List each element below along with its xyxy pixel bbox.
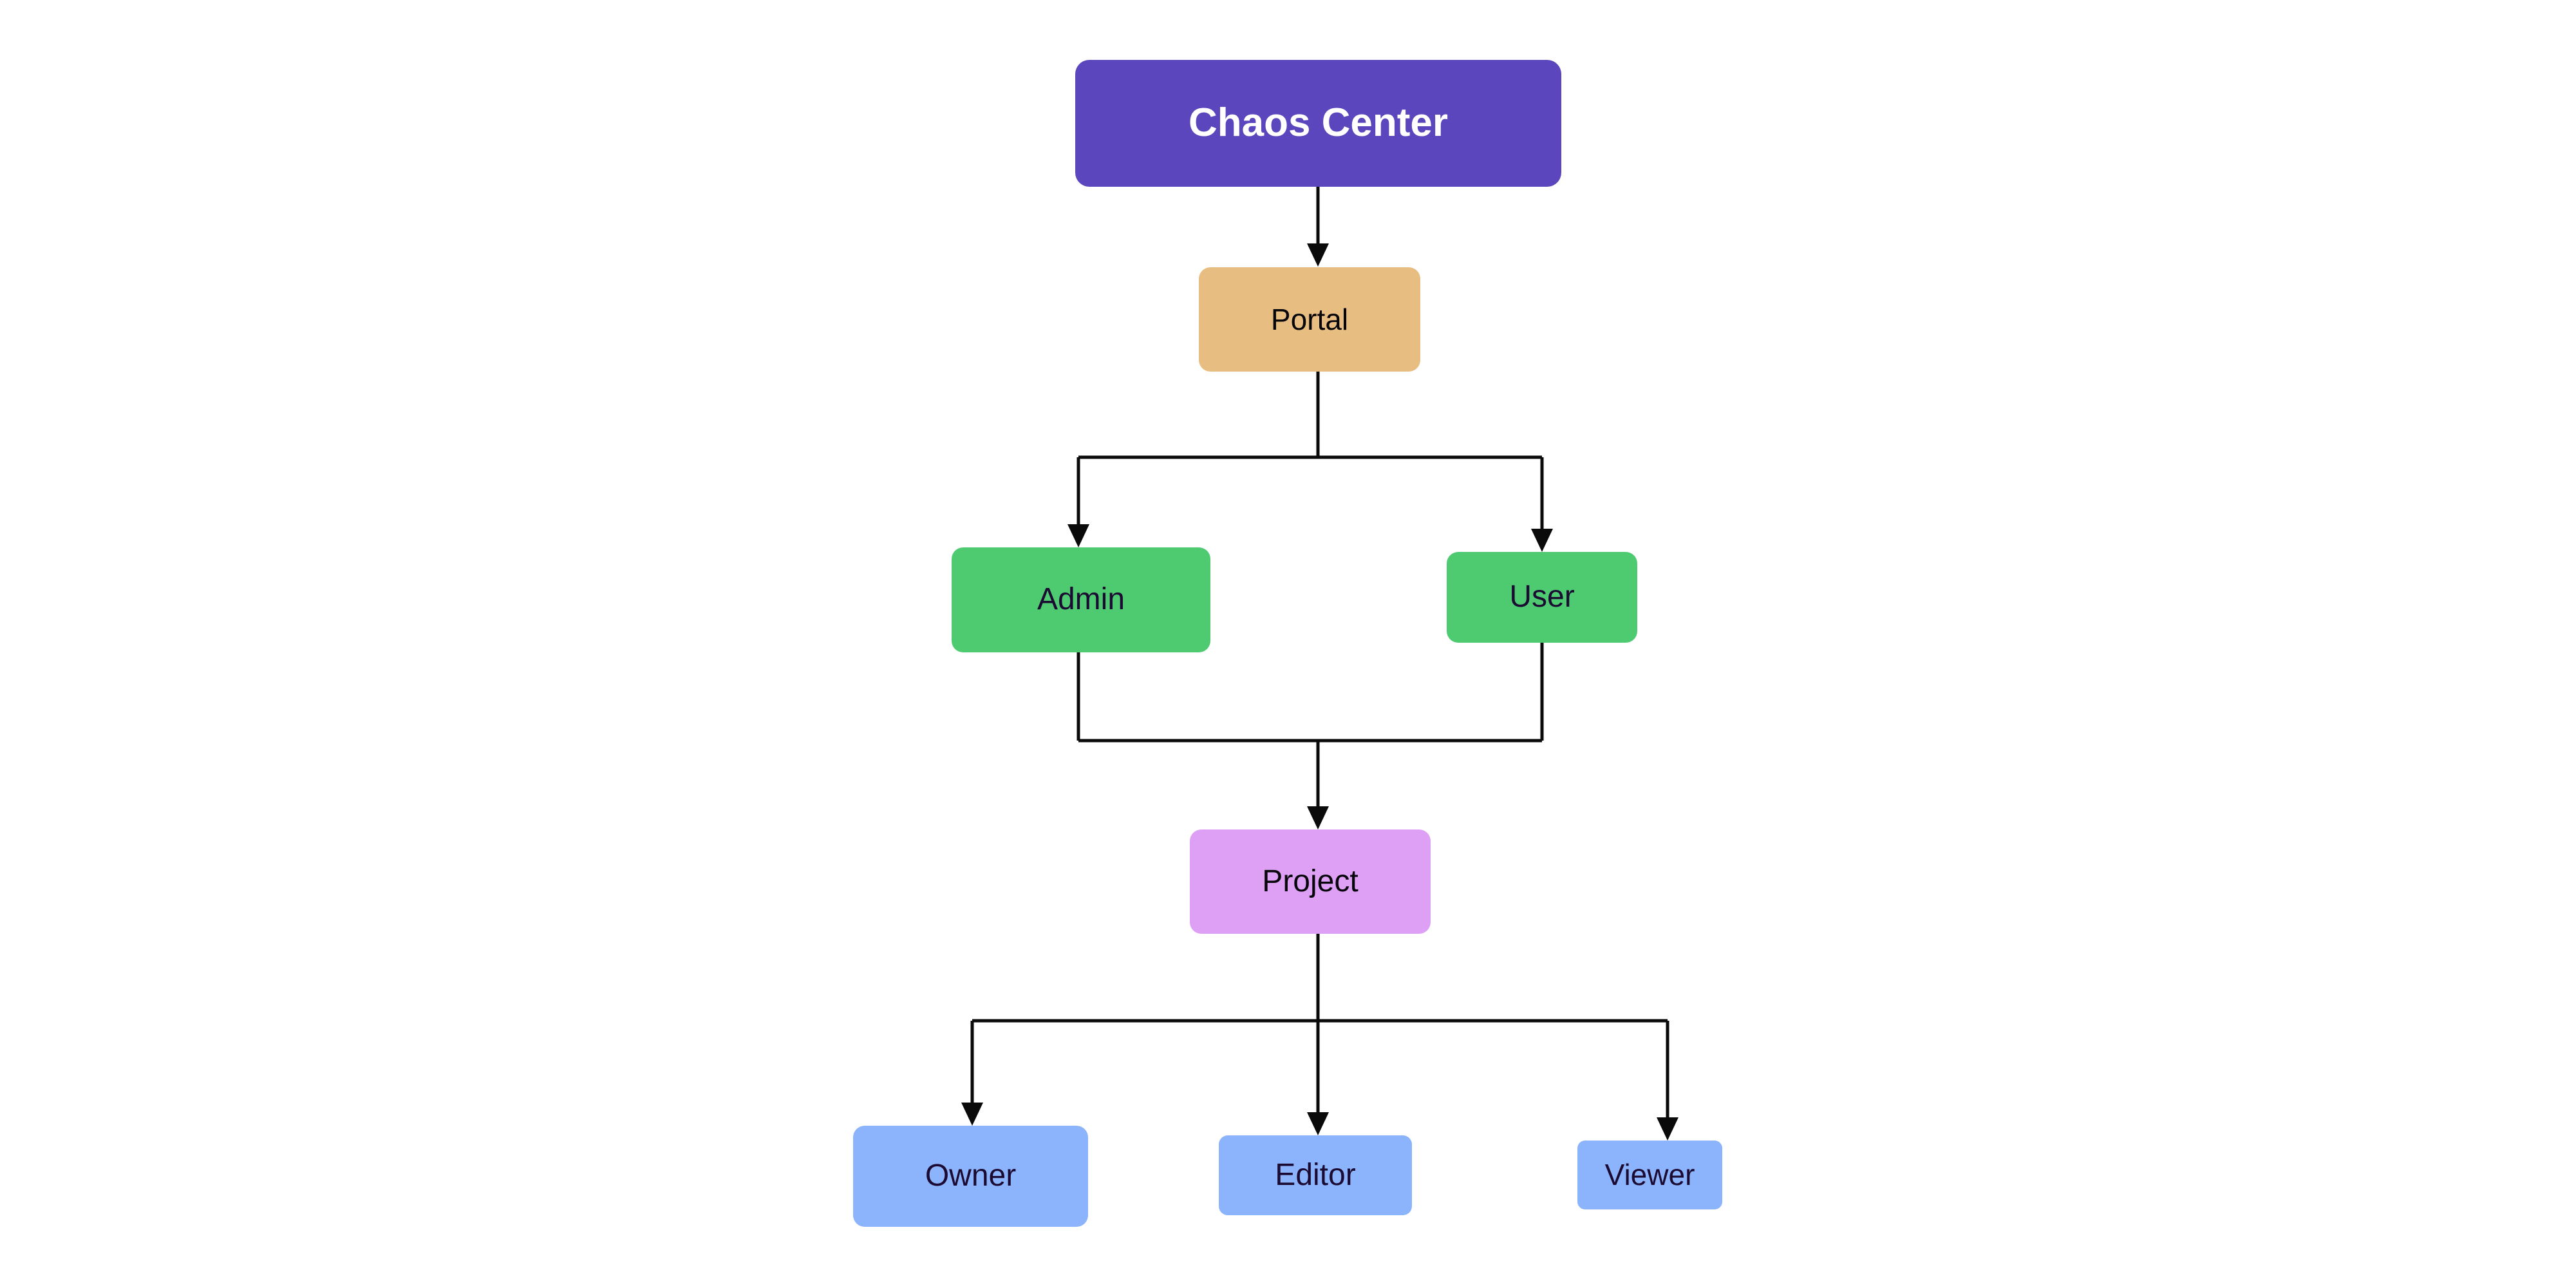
- node-editor-label: Editor: [1275, 1157, 1356, 1192]
- edge-chaos-center-to-portal: [1307, 187, 1329, 267]
- edge-project-to-fork-bar: [972, 934, 1668, 1023]
- edge-fork-to-admin: [1067, 457, 1089, 547]
- node-viewer[interactable]: Viewer: [1577, 1141, 1722, 1209]
- node-admin[interactable]: Admin: [952, 547, 1210, 652]
- edge-fork-to-user: [1531, 457, 1553, 552]
- node-portal[interactable]: Portal: [1199, 267, 1420, 372]
- node-editor[interactable]: Editor: [1219, 1135, 1412, 1215]
- node-admin-label: Admin: [1037, 582, 1125, 617]
- node-user-label: User: [1509, 580, 1575, 614]
- node-project-label: Project: [1262, 864, 1359, 898]
- edge-portal-to-fork-bar: [1078, 372, 1542, 459]
- edge-fork-to-owner: [961, 1021, 983, 1126]
- node-portal-label: Portal: [1270, 302, 1349, 336]
- node-chaos-center[interactable]: Chaos Center: [1075, 60, 1561, 187]
- node-owner-label: Owner: [925, 1159, 1017, 1193]
- edge-fork-to-viewer: [1657, 1021, 1678, 1141]
- node-chaos-center-label: Chaos Center: [1188, 100, 1449, 146]
- edge-fork-to-editor: [1307, 1021, 1329, 1135]
- node-project[interactable]: Project: [1190, 829, 1431, 934]
- node-viewer-label: Viewer: [1604, 1158, 1695, 1192]
- node-owner[interactable]: Owner: [853, 1126, 1088, 1227]
- node-user[interactable]: User: [1447, 552, 1637, 643]
- edge-merge-to-project: [1307, 741, 1329, 829]
